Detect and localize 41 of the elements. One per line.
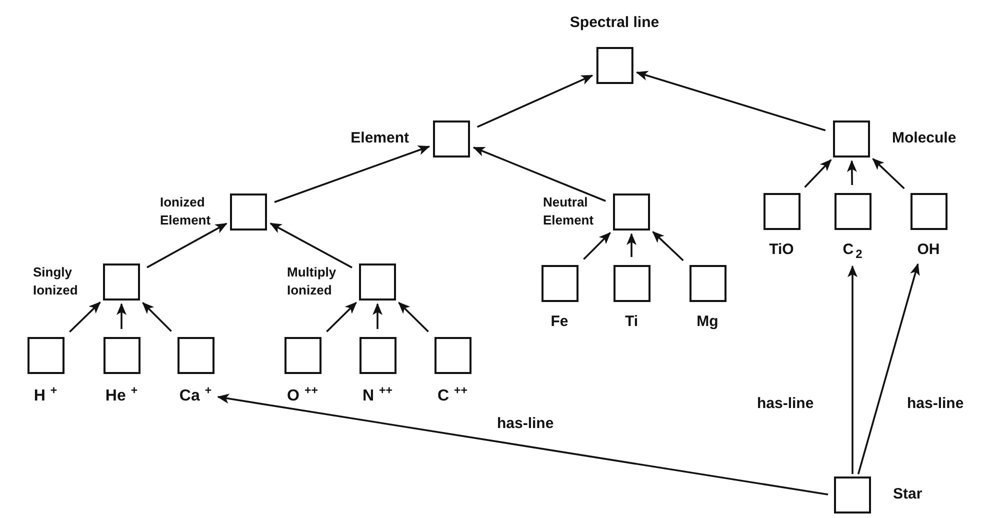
node-label: OH <box>917 240 940 260</box>
node-label: Ca$^{+}$ <box>179 384 212 406</box>
node-label: Element <box>350 128 409 148</box>
arrow <box>583 232 611 260</box>
arrow <box>398 302 429 332</box>
arrow <box>804 159 832 188</box>
arrow <box>69 302 101 333</box>
node-label: N$^{++}$ <box>362 384 392 406</box>
arrow <box>848 265 858 474</box>
node-label: Neutral Element <box>543 194 595 230</box>
node-label: C$_{2}$ <box>842 240 862 262</box>
arrow <box>476 74 594 128</box>
arrow <box>326 302 357 332</box>
arrow <box>652 231 684 262</box>
node-label: Molecule <box>892 128 956 148</box>
node-label: C$^{++}$ <box>437 384 468 406</box>
node-label: TiO <box>769 240 794 260</box>
arrow <box>846 160 857 186</box>
arrow <box>636 70 826 132</box>
arrow <box>626 233 636 257</box>
arrow <box>116 303 126 329</box>
arrow <box>142 302 172 332</box>
node-label: Ti <box>624 312 638 332</box>
arrow <box>857 263 920 474</box>
node-label: Spectral line <box>570 12 660 33</box>
node-label: Mg <box>696 312 718 332</box>
arrow <box>872 158 905 190</box>
node-label: Fe <box>550 312 568 332</box>
node-label: Star <box>893 484 922 504</box>
arrow <box>217 394 828 496</box>
node-label: He$^{+}$ <box>105 384 138 406</box>
node-label: Singly Ionized <box>33 264 79 300</box>
node-label: H$^{+}$ <box>34 384 58 406</box>
node-label: O$^{++}$ <box>287 384 318 406</box>
arrow <box>372 303 382 329</box>
arrow <box>472 146 606 202</box>
arrow <box>274 146 430 203</box>
node-label: Ionized Element <box>160 194 212 230</box>
arrow <box>270 222 352 268</box>
node-label: Multiply Ionized <box>287 264 338 300</box>
arrow <box>146 222 228 268</box>
